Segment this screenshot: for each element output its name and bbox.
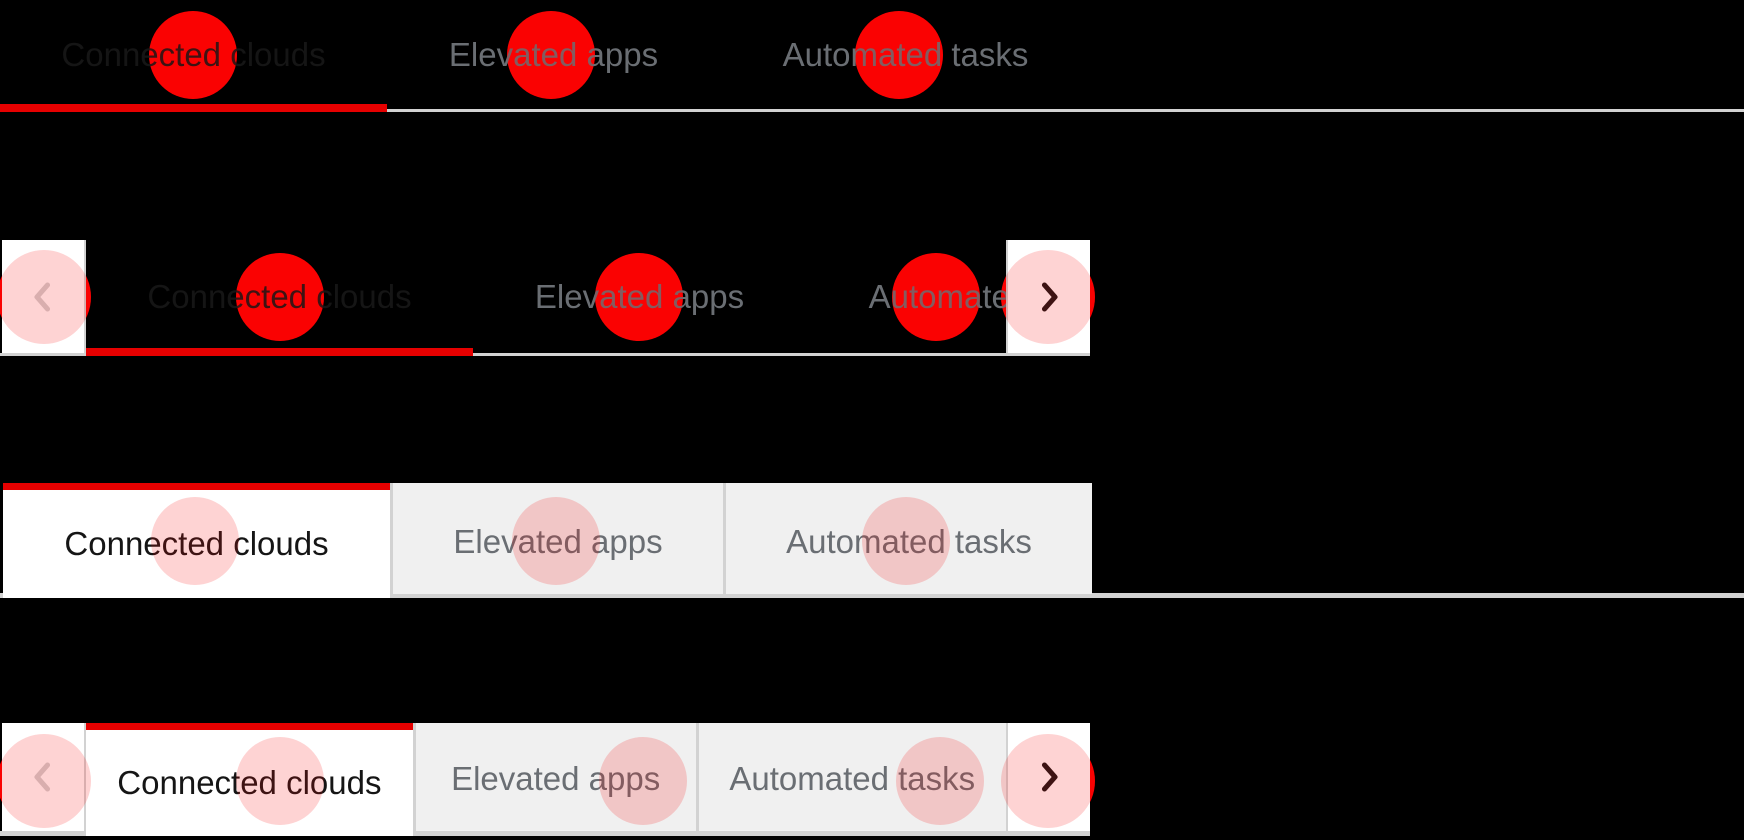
touch-target-overlay (892, 253, 980, 341)
touch-target-overlay (855, 11, 943, 99)
touch-target-overlay (896, 737, 984, 825)
tab-bar-divider (0, 353, 1090, 356)
tab-bar-divider (0, 831, 1090, 836)
tabs-example-box: Connected clouds Elevated apps Automated… (0, 483, 1744, 598)
tab-connected-clouds[interactable]: Connected clouds (3, 483, 390, 598)
tab-label: Connected clouds (64, 525, 329, 562)
scroll-left-button[interactable] (2, 240, 86, 353)
touch-target-dot (507, 11, 595, 99)
touch-target-overlay (236, 253, 324, 341)
tab-elevated-apps[interactable]: Elevated apps (412, 723, 696, 831)
angle-right-icon (1034, 758, 1064, 796)
tab-label: Elevated apps (453, 522, 663, 560)
tab-label: Elevated apps (448, 35, 659, 73)
touch-target-overlay (0, 734, 91, 828)
tab-elevated-apps[interactable]: Elevated apps (390, 483, 723, 594)
touch-target-overlay (1001, 734, 1095, 828)
touch-target-overlay (599, 737, 687, 825)
tabs-example-underline: Connected clouds Elevated apps Automated… (0, 0, 1744, 112)
angle-left-icon (28, 758, 58, 796)
tab-label: Elevated apps (451, 760, 661, 797)
touch-target-overlay (507, 11, 595, 99)
touch-target-dot (892, 253, 980, 341)
tab-label: Connected clouds (117, 764, 382, 801)
angle-left-icon (28, 278, 58, 316)
tab-automated-tasks[interactable]: Automated tasks (806, 240, 1006, 353)
touch-target-overlay (236, 737, 324, 825)
tab-automated-tasks[interactable]: Automated tasks (695, 723, 1006, 831)
tab-automated-tasks[interactable]: Automated tasks (720, 0, 1091, 109)
tab-connected-clouds[interactable]: Connected clouds (86, 240, 473, 353)
touch-target-overlay (595, 253, 683, 341)
touch-target-overlay (151, 497, 239, 585)
tab-connected-clouds[interactable]: Connected clouds (86, 723, 413, 836)
tab-elevated-apps[interactable]: Elevated apps (387, 0, 720, 109)
tab-connected-clouds[interactable]: Connected clouds (0, 0, 387, 112)
tab-label: Automated tasks (782, 35, 1029, 73)
touch-target-overlay (1001, 250, 1095, 344)
touch-target-overlay (0, 250, 91, 344)
touch-target-dot (149, 11, 237, 99)
touch-target-overlay (512, 497, 600, 585)
scroll-right-button[interactable] (1006, 723, 1090, 831)
tab-elevated-apps[interactable]: Elevated apps (473, 240, 806, 353)
tab-label: Automated tasks (868, 277, 1006, 315)
tab-automated-tasks[interactable]: Automated tasks (723, 483, 1092, 594)
tab-bar-divider (0, 593, 1744, 598)
tab-bar: Connected clouds Elevated apps Automated… (0, 0, 1744, 112)
tab-label: Automated tasks (729, 760, 976, 797)
scroll-left-button[interactable] (2, 723, 86, 831)
touch-target-dot (595, 253, 683, 341)
tab-label: Connected clouds (61, 35, 326, 73)
active-tab-underline (86, 348, 473, 356)
tabs-example-box-scrollable: Connected clouds Elevated apps Automated… (0, 723, 1100, 836)
tab-label: Connected clouds (147, 277, 412, 315)
touch-target-overlay (149, 11, 237, 99)
scroll-right-button[interactable] (1006, 240, 1090, 353)
tabs-viewport: Connected clouds Elevated apps Automated… (86, 240, 1006, 353)
tab-label: Elevated apps (534, 277, 745, 315)
tabs-viewport: Connected clouds Elevated apps Automated… (86, 723, 1006, 836)
touch-target-dot (236, 253, 324, 341)
tab-label: Automated tasks (786, 522, 1032, 560)
touch-target-dot (855, 11, 943, 99)
tabs-example-underline-scrollable: Connected clouds Elevated apps Automated… (0, 240, 1100, 356)
angle-right-icon (1034, 278, 1064, 316)
touch-target-overlay (862, 497, 950, 585)
